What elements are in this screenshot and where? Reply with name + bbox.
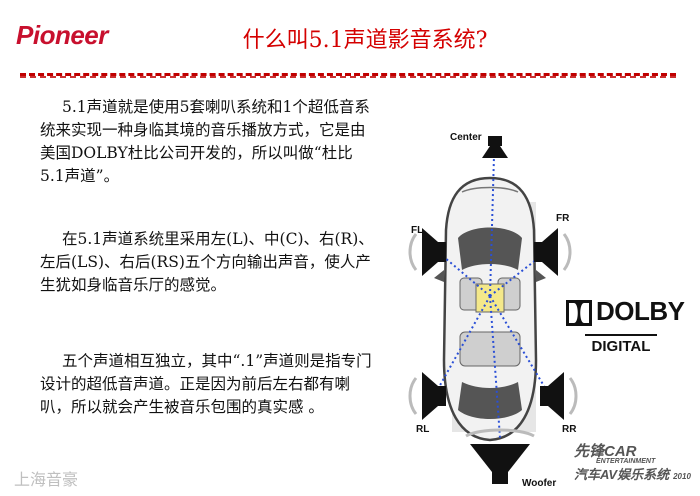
fl-speaker bbox=[408, 228, 446, 276]
car-windshield bbox=[458, 227, 522, 270]
label-rr: RR bbox=[562, 424, 577, 435]
car-mirror-right bbox=[536, 270, 546, 282]
brand2-line1: 先锋CAR bbox=[574, 443, 637, 460]
signal-line-fl bbox=[437, 251, 491, 297]
paragraph-1: 5.1声道就是使用5套喇叭系统和1个超低音系统来实现一种身临其境的音乐播放方式，… bbox=[40, 96, 375, 188]
label-fl: FL bbox=[411, 225, 424, 236]
paragraph-2: 在5.1声道系统里采用左(L)、中(C)、右(R)、左后(LS)、右后(RS)五… bbox=[40, 228, 375, 297]
car-rear-window bbox=[458, 382, 522, 419]
brand2-year: 2010 bbox=[673, 472, 691, 481]
rr-speaker bbox=[540, 372, 578, 420]
paragraph-3-text: 五个声道相互独立，其中“.1”声道则是指专门设计的超低音声道。正是因为前后左右都… bbox=[40, 352, 372, 416]
dolby-digital-label: DIGITAL bbox=[585, 334, 657, 355]
rl-speaker bbox=[408, 372, 446, 420]
car-hood-line bbox=[461, 186, 519, 193]
brand2-line2: ENTERTAINMENT bbox=[596, 458, 656, 465]
car-mirror-left bbox=[434, 270, 444, 282]
title-divider-2 bbox=[20, 76, 676, 78]
center-speaker bbox=[482, 136, 508, 158]
signal-line-rl bbox=[433, 295, 491, 397]
paragraph-3: 五个声道相互独立，其中“.1”声道则是指专门设计的超低音声道。正是因为前后左右都… bbox=[40, 350, 375, 419]
pioneer-logo: Pioneer bbox=[16, 20, 108, 50]
title-text: 什么叫5.1声道影音系统? bbox=[242, 28, 488, 53]
paragraph-2-text: 在5.1声道系统里采用左(L)、中(C)、右(R)、左后(LS)、右后(RS)五… bbox=[40, 230, 374, 294]
signal-line-center bbox=[489, 155, 495, 297]
page-title: 什么叫5.1声道影音系统? bbox=[0, 22, 700, 54]
seat-rear bbox=[459, 331, 521, 367]
signal-lines bbox=[433, 155, 551, 439]
label-fr: FR bbox=[556, 213, 570, 224]
paragraph-1-text: 5.1声道就是使用5套喇叭系统和1个超低音系统来实现一种身临其境的音乐播放方式，… bbox=[40, 98, 370, 185]
car-speaker-diagram bbox=[408, 136, 578, 484]
woofer-speaker bbox=[465, 428, 535, 484]
label-woofer: Woofer bbox=[522, 478, 557, 489]
title-divider bbox=[20, 73, 676, 76]
brand2-line3-text: 汽车AV娱乐系统 bbox=[574, 467, 670, 482]
label-center: Center bbox=[450, 132, 482, 143]
watermark-text: 上海音豪 bbox=[14, 470, 79, 489]
dolby-double-d-icon bbox=[566, 300, 592, 326]
fr-speaker bbox=[534, 228, 572, 276]
signal-line-woofer bbox=[489, 295, 501, 439]
dolby-wordmark: DOLBY bbox=[596, 296, 685, 326]
signal-line-fr bbox=[489, 251, 547, 297]
label-rl: RL bbox=[416, 424, 430, 435]
